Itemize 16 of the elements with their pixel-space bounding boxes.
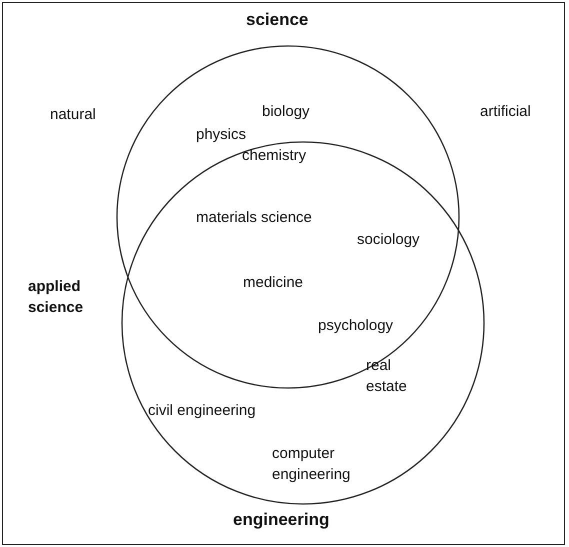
field-label: materials science <box>196 208 312 228</box>
field-label: real estate <box>366 356 408 397</box>
field-label: civil engineering <box>148 401 257 421</box>
venn-circle <box>116 10 460 390</box>
field-label: chemistry <box>242 146 306 166</box>
field-label: computer engineering <box>272 444 352 485</box>
field-label: natural <box>50 105 96 125</box>
field-label: sociology <box>357 230 420 250</box>
field-label: psychology <box>318 316 394 336</box>
set-title: engineering <box>233 510 330 530</box>
field-label: physics <box>196 125 246 145</box>
field-label: biology <box>262 102 310 122</box>
field-label: medicine <box>243 273 304 293</box>
field-label: applied science <box>28 277 84 318</box>
set-title: science <box>246 10 308 30</box>
field-label: artificial <box>480 102 531 122</box>
